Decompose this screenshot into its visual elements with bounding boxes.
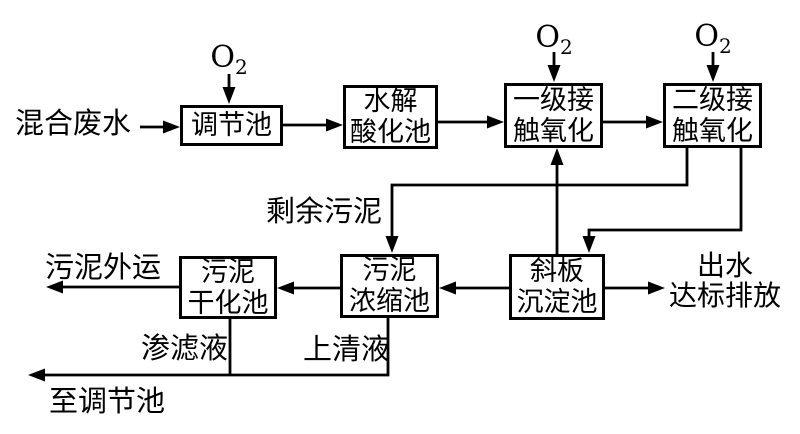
arrowhead-effluent-right-icon: [648, 281, 665, 295]
arrowhead-return-left-icon: [28, 368, 45, 382]
arrowhead-stage1-right-icon: [487, 115, 504, 129]
box-inclined-plate-sedimentation-tank: 斜板 沉淀池: [509, 254, 605, 320]
o2-subscript: 2: [559, 35, 573, 59]
label-excess-sludge: 剩余污泥: [266, 194, 383, 228]
arrowhead-sludge-outbound-left-icon: [46, 280, 63, 294]
box-sludge-drying-tank: 污泥 干化池: [179, 256, 277, 319]
box-stage2-contact-oxidation: 二级接 触氧化: [663, 83, 762, 148]
line-supernatant-return: [44, 318, 390, 377]
o2-label-stage1: O2: [524, 20, 584, 57]
o2-subscript: 2: [718, 34, 732, 58]
arrowhead-stage1-bottom-up-icon: [550, 148, 564, 165]
arrowhead-o2-stage2-down-icon: [706, 65, 720, 82]
arrowhead-influent-right-icon: [163, 120, 180, 134]
arrowhead-thickening-left-icon: [439, 281, 456, 295]
arrowhead-o2-stage1-down-icon: [547, 65, 561, 82]
o2-subscript: 2: [234, 55, 248, 79]
arrowhead-stage2-right-icon: [646, 115, 663, 129]
arrowhead-drying-left-icon: [277, 281, 294, 295]
line-excess-sludge-to-thickening: [390, 148, 689, 237]
arrowhead-hydrolysis-right-icon: [326, 118, 343, 132]
o2-symbol: O: [694, 19, 719, 54]
label-sludge-outbound: 污泥外运: [45, 250, 162, 284]
arrowhead-o2-regulation-down-icon: [222, 87, 236, 104]
o2-symbol: O: [210, 40, 235, 75]
box-sludge-thickening-tank: 污泥 浓缩池: [340, 254, 439, 318]
box-hydrolysis-acidification-tank: 水解 酸化池: [343, 85, 438, 149]
o2-label-stage2: O2: [683, 19, 743, 56]
label-to-regulation-tank: 至调节池: [49, 384, 166, 418]
label-influent: 混合废水: [15, 106, 132, 140]
o2-symbol: O: [535, 20, 560, 55]
o2-label-regulation: O2: [199, 40, 259, 77]
label-leachate: 渗滤液: [141, 331, 229, 365]
arrowhead-sedimentation-top-down-icon: [582, 236, 596, 253]
line-stage2-to-sedimentation: [587, 148, 743, 237]
label-supernatant: 上清液: [303, 332, 391, 366]
box-regulation-tank: 调节池: [180, 105, 283, 146]
label-effluent-discharge: 出水 达标排放: [668, 249, 781, 312]
box-stage1-contact-oxidation: 一级接 触氧化: [504, 83, 603, 148]
arrowhead-thickening-top-down-icon: [385, 236, 399, 253]
